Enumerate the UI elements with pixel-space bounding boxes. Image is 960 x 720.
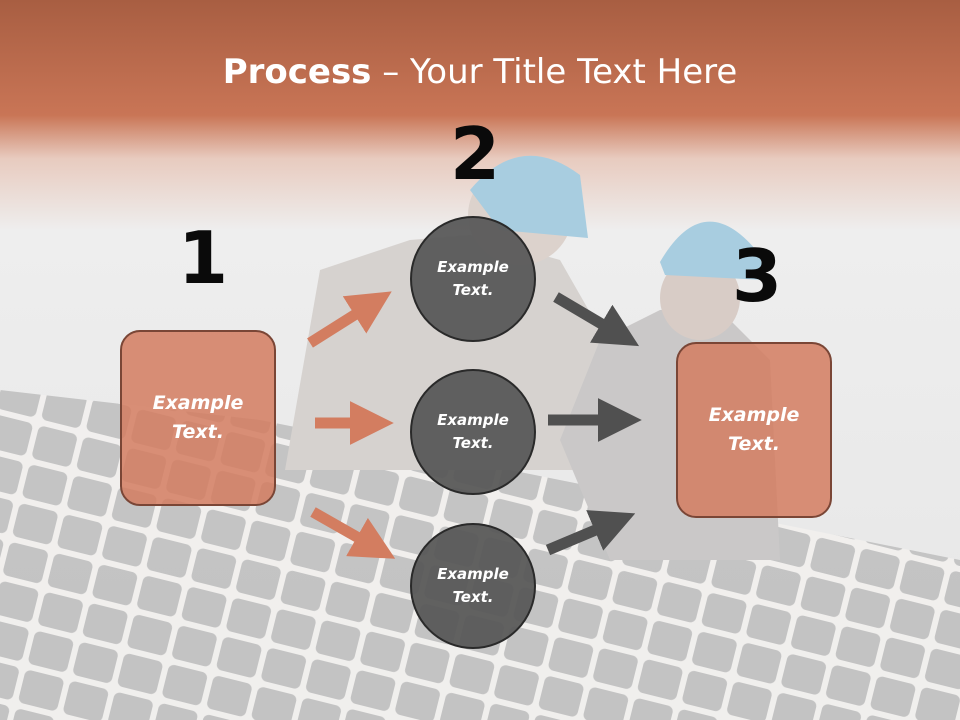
arrow-circle-top-to-box <box>553 292 640 347</box>
circle-top: Example Text. <box>410 216 536 342</box>
title-bold: Process <box>222 52 372 92</box>
step-number-2: 2 <box>450 112 501 196</box>
left-process-box: Example Text. <box>120 330 276 506</box>
step-number-3: 3 <box>732 234 783 318</box>
arrow-box-to-circle-bottom <box>310 507 396 559</box>
circle-middle: Example Text. <box>410 369 536 495</box>
arrow-box-to-circle-top <box>307 291 392 348</box>
right-process-box: Example Text. <box>676 342 832 518</box>
step-number-1: 1 <box>178 216 229 300</box>
arrow-circle-bottom-to-box <box>545 510 636 556</box>
circle-bottom: Example Text. <box>410 523 536 649</box>
page-title: Process – Your Title Text Here <box>0 52 960 92</box>
title-rest: – Your Title Text Here <box>371 52 738 92</box>
